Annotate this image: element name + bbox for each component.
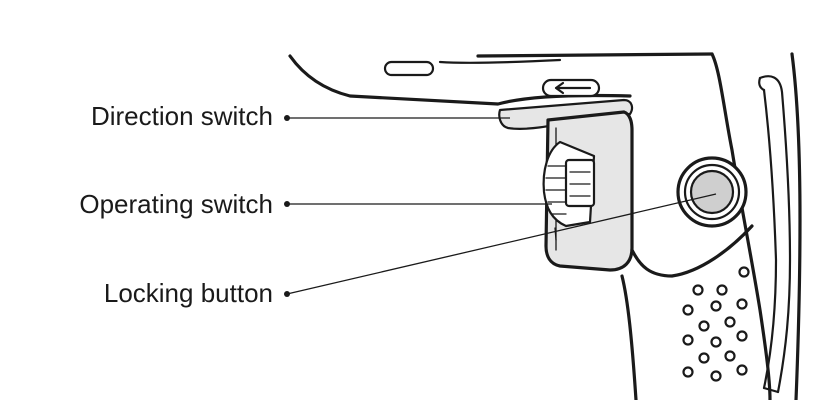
direction-switch-lever [498, 98, 634, 130]
locking-button-graphic [676, 156, 748, 228]
grip-texture-dots [682, 266, 750, 382]
tool-handle [620, 52, 802, 400]
tool-upper-housing [288, 52, 714, 106]
label-direction-switch: Direction switch [91, 101, 273, 131]
operating-switch-trigger [542, 140, 596, 241]
leader-lines [284, 115, 717, 297]
direction-arrow-icon [541, 78, 601, 98]
housing-slot-icon [383, 60, 435, 77]
label-locking-button: Locking button [104, 278, 273, 308]
callout-labels: Direction switch Operating switch Lockin… [79, 101, 273, 308]
leader-line-locking-button [286, 193, 717, 295]
label-operating-switch: Operating switch [79, 189, 273, 219]
